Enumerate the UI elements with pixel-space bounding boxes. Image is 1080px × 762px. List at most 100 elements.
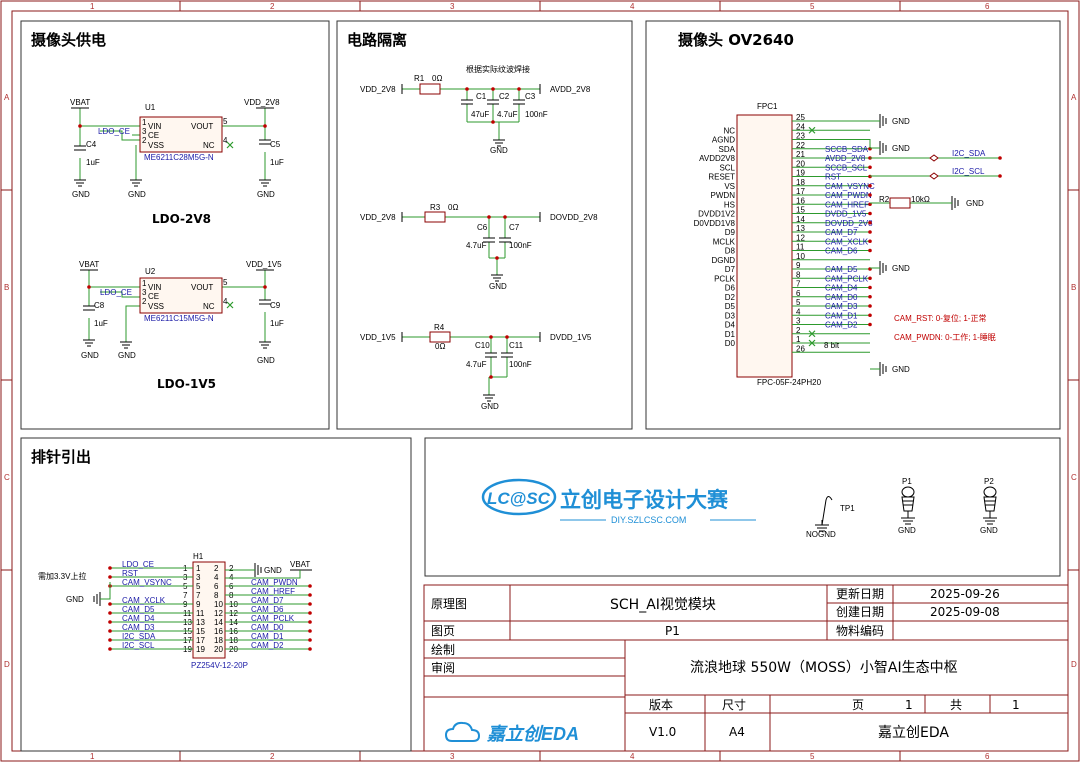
h1-left-net: CAM_D4: [122, 614, 155, 623]
fpc-pin-number: 18: [796, 178, 805, 187]
h1-left-net: RST: [122, 569, 138, 578]
fpc-pin-number: 10: [796, 252, 805, 261]
ruler-row-a: A: [4, 93, 10, 102]
ldo1-pin-ce: CE: [148, 131, 159, 140]
fpc-pin-name: AVDD2V8: [699, 154, 735, 163]
iso3-gnd: GND: [481, 402, 499, 411]
p1-gnd: GND: [898, 526, 916, 535]
fpc-pin-net: CAM_D6: [825, 247, 858, 256]
tb-page: P1: [665, 624, 680, 638]
h1-pin-odd-inner: 7: [196, 591, 201, 600]
iso2-c7-ref: C7: [509, 223, 520, 232]
h1-left-net: CAM_XCLK: [122, 596, 166, 605]
iso1-c3-val: 100nF: [525, 110, 548, 119]
h1-right-junction: [308, 593, 312, 597]
fpc-pin-number: 15: [796, 206, 805, 215]
p2-gnd: GND: [980, 526, 998, 535]
iso2-c7-val: 100nF: [509, 241, 532, 250]
fpc-pin-number: 14: [796, 215, 805, 224]
fpc-gnd-5: GND: [966, 199, 984, 208]
h1-pin-even-inner: 18: [214, 636, 223, 645]
tb-updated: 2025-09-26: [930, 587, 1000, 601]
tb-pg-label: 页: [852, 698, 864, 712]
ldo1-gnd-2: GND: [128, 190, 146, 199]
tb-size: A4: [729, 725, 745, 739]
h1-pin-odd-inner: 19: [196, 645, 205, 654]
fpc-pin-net: SCCB_SCL: [825, 163, 868, 172]
h1-pin-odd: 7: [183, 591, 188, 600]
h1-pin-even-inner: 16: [214, 627, 223, 636]
ruler-col-2-bottom: 2: [270, 752, 275, 761]
ldo1-pinnum-5: 5: [223, 117, 228, 126]
iso2-in: VDD_2V8: [360, 213, 396, 222]
fpc-part: FPC-05F-24PH20: [757, 378, 822, 387]
tb-created: 2025-09-08: [930, 605, 1000, 619]
fpc-pin-number: 4: [796, 307, 801, 316]
ldo1-pinnum-3: 3: [142, 127, 147, 136]
ldo2-pinnum-5: 5: [223, 278, 228, 287]
fpc-pin-name: AGND: [712, 136, 735, 145]
fpc-net-junction: [868, 239, 872, 244]
fpc-pin-net: CAM_D0: [825, 293, 858, 302]
ruler-col-1-bottom: 1: [90, 752, 95, 761]
iso3-r-ref: R4: [434, 323, 445, 332]
h1-gnd-left: GND: [66, 595, 84, 604]
tb-material-label: 物料编码: [836, 623, 884, 638]
fpc-net-junction: [868, 211, 872, 216]
fpc-pin-number: 16: [796, 196, 805, 205]
fpc-pin-name: D1: [725, 330, 736, 339]
ldo2-gnd-1: GND: [81, 351, 99, 360]
iso3-c11-val: 100nF: [509, 360, 532, 369]
h1-right-junction: [308, 602, 312, 606]
fpc-pin-number: 22: [796, 141, 805, 150]
fpc-pin-name: PCLK: [714, 274, 736, 283]
h1-left-net: I2C_SCL: [122, 641, 155, 650]
title-block: 原理图 SCH_AI视觉模块 更新日期 2025-09-26 创建日期 2025…: [423, 584, 1069, 752]
h1-gnd-right: GND: [264, 566, 282, 575]
fpc-gnd-3: GND: [892, 264, 910, 273]
ruler-col-6: 6: [985, 2, 990, 11]
h1-left-net: CAM_VSYNC: [122, 578, 172, 587]
fpc-pin-number: 20: [796, 159, 805, 168]
ldo2-cout-val: 1uF: [270, 319, 284, 328]
ldo-2v8-circuit: VBAT VDD_2V8 U1 LDO_CE VIN CE VSS VOUT N…: [70, 98, 284, 226]
fpc-pin-name: D6: [725, 284, 736, 293]
pin-header-h1: H1 PZ254V-12-20P 11223344556677889910101…: [38, 552, 312, 670]
tb-pg: 1: [905, 698, 913, 712]
fpc-i2c-sda: I2C_SDA: [952, 149, 986, 158]
fpc-pin-net: AVDD_2V8: [825, 154, 866, 163]
ruler-row-b: B: [4, 283, 9, 292]
h1-right-net: CAM_D6: [251, 605, 284, 614]
ruler-row-c: C: [4, 473, 10, 482]
no-connect-icon: [808, 339, 816, 347]
fpc-net-junction: [868, 294, 872, 299]
fpc-net-junction: [868, 193, 872, 197]
fpc-r2-val: 10kΩ: [911, 195, 930, 204]
fpc-pin-number: 26: [796, 344, 805, 353]
ldo2-cout-ref: C9: [270, 301, 281, 310]
ruler-col-3: 3: [450, 2, 455, 11]
ldo2-pinnum-1: 1: [142, 279, 147, 288]
fpc-pin-number: 12: [796, 233, 805, 242]
tb-version: V1.0: [649, 725, 676, 739]
fpc-pin-number: 5: [796, 298, 801, 307]
isolation-dvdd: VDD_1V5 DVDD_1V5 R4 0Ω C10 4.7uF C11 100…: [360, 323, 592, 411]
fpc-pin-number: 21: [796, 150, 805, 159]
h1-right-net: CAM_D1: [251, 632, 284, 641]
isolation-dovdd: VDD_2V8 DOVDD_2V8 R3 0Ω C6 4.7uF C7 100n…: [360, 203, 598, 291]
fpc-pin-name: D8: [725, 247, 736, 256]
h1-ref: H1: [193, 552, 204, 561]
h1-left-junction: [108, 566, 112, 570]
fpc-bit-note: 8 bit: [824, 341, 840, 350]
ldo1-pinnum-1: 1: [142, 118, 147, 127]
fpc-net-junction: [868, 285, 872, 290]
section-boxes: [20, 20, 1061, 752]
tb-version-label: 版本: [649, 698, 673, 712]
fpc-pin-name: NC: [723, 126, 735, 135]
iso2-r-ref: R3: [430, 203, 441, 212]
fpc-pin-net: CAM_VSYNC: [825, 182, 875, 191]
no-connect-icon: [808, 330, 816, 338]
iso1-r-val: 0Ω: [432, 74, 442, 83]
iso1-r-ref: R1: [414, 74, 425, 83]
